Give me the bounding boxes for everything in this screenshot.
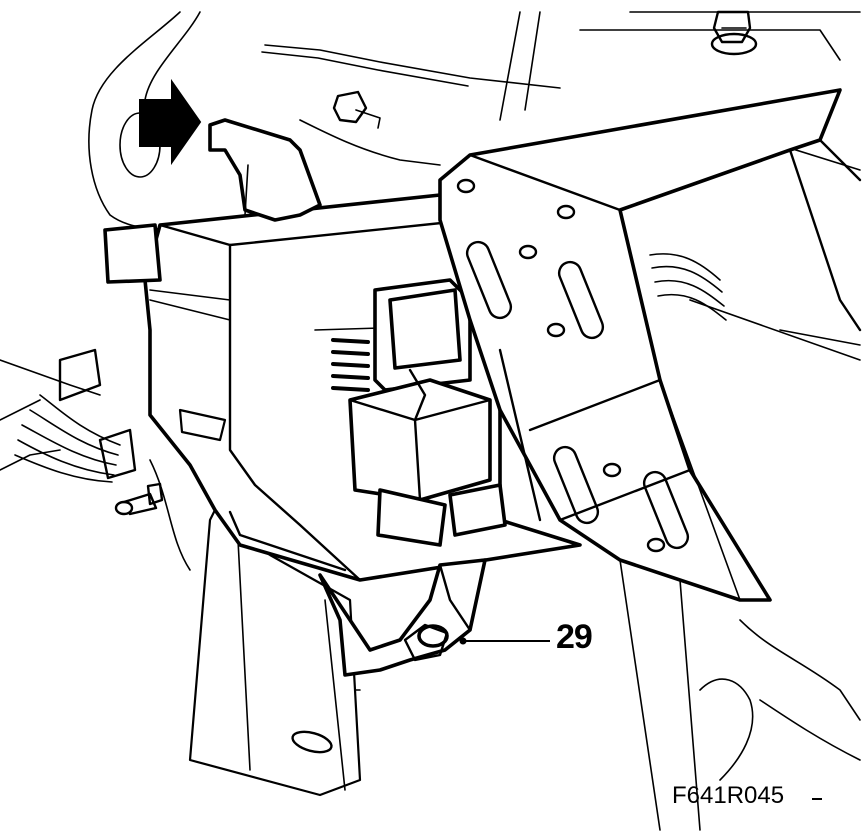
nut-bracket: [318, 558, 487, 677]
callout-label-29: 29: [556, 618, 593, 656]
mounting-bracket-plate: [438, 88, 862, 602]
wiring-harness-left: [14, 348, 137, 483]
figure-reference: F641R045: [672, 782, 785, 809]
relay-connector-assembly: [348, 278, 507, 547]
bolt-top-right: [710, 10, 758, 56]
bolt-upper-middle: [332, 90, 381, 129]
guide-pin: [114, 482, 164, 516]
direction-arrow: [139, 78, 202, 166]
callout-29-leader: [459, 637, 550, 645]
